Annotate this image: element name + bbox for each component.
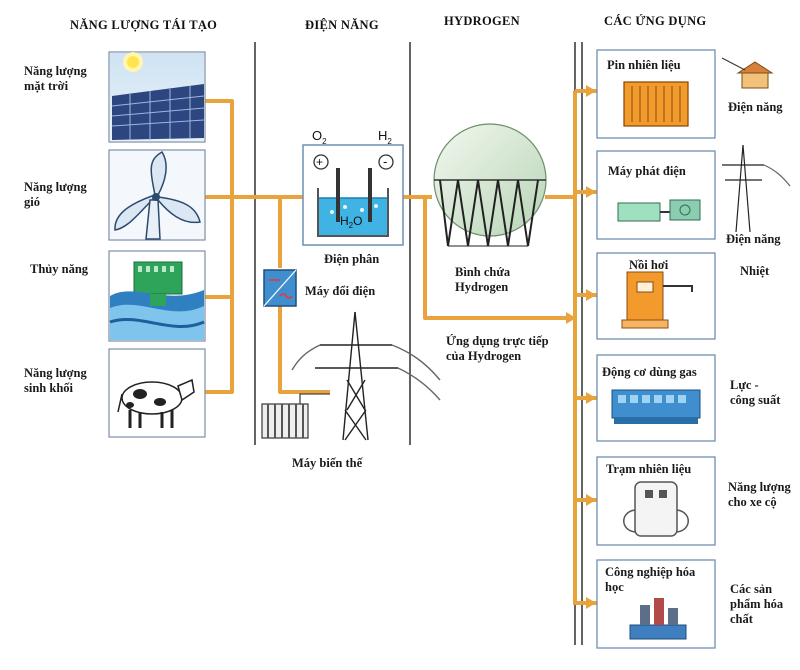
energy-flow-lines (205, 89, 597, 605)
app-label-gas-engine: Động cơ dùng gas (602, 365, 697, 379)
app-result-gas-engine: Lực - công suất (730, 378, 781, 407)
tank-label: Bình chứa Hydrogen (455, 265, 511, 294)
app-result-fuel-cell: Điện năng (728, 100, 783, 114)
app-label-generator: Máy phát điện (608, 164, 686, 178)
fuel-cell-icon (623, 81, 689, 127)
h2-label: H2 (378, 128, 392, 146)
app-result-fuel-station: Năng lượng cho xe cộ (728, 480, 791, 509)
flow-arrowheads (566, 85, 596, 609)
arrowhead-icon (586, 289, 596, 301)
app-label-boiler: Nồi hơi (629, 258, 669, 272)
source-label-wind: Năng lượng gió (24, 180, 87, 209)
arrowhead-icon (586, 186, 596, 198)
converter-label: Máy đổi điện (305, 284, 376, 298)
transformer-label: Máy biến thế (292, 456, 363, 470)
generator-frame (596, 150, 716, 240)
transformer-icon (261, 393, 330, 439)
water-label: H2O (340, 214, 362, 230)
header-electricity: ĐIỆN NĂNG (305, 18, 379, 32)
anode-plus-label: + (316, 155, 323, 169)
app-label-chemical: Công nghiệp hóa học (605, 565, 696, 594)
hydro-dam-icon (109, 252, 205, 340)
generator-icon (617, 199, 701, 222)
app-label-fuel-cell: Pin nhiên liệu (607, 58, 681, 72)
flow-line (278, 306, 330, 394)
electrolysis-cell-icon (302, 144, 404, 246)
source-label-solar: Năng lượng mặt trời (24, 64, 87, 93)
header-renewable: NĂNG LƯỢNG TÁI TẠO (70, 18, 218, 32)
flow-line (205, 99, 234, 394)
app-label-fuel-station: Trạm nhiên liệu (606, 462, 692, 476)
hydrogen-tank-icon (433, 123, 547, 247)
electrolysis-label: Điện phân (324, 252, 380, 266)
application-frames (596, 49, 716, 649)
power-pylon-icon (291, 311, 441, 441)
fuel-station-icon (623, 481, 689, 537)
chemical-plant-icon (629, 598, 687, 640)
source-label-hydro: Thủy năng (30, 262, 89, 276)
arrowhead-icon (586, 494, 596, 506)
small-pylon-icon (722, 144, 791, 233)
header-hydrogen: HYDROGEN (444, 14, 521, 28)
arrowhead-icon (586, 85, 596, 97)
arrowhead-icon (566, 312, 576, 324)
app-result-chemical: Các sản phẩm hóa chất (730, 582, 784, 626)
header-applications: CÁC ỨNG DỤNG (604, 14, 707, 28)
o2-label: O2 (312, 128, 327, 146)
app-result-boiler: Nhiệt (740, 264, 770, 278)
app-result-generator: Điện năng (726, 232, 781, 246)
source-label-biomass: Năng lượng sinh khối (24, 366, 87, 395)
direct-use-label: Ứng dụng trực tiếp của Hydrogen (446, 334, 549, 363)
house-icon (721, 57, 774, 89)
cathode-minus-label: - (383, 154, 387, 169)
wind-turbine-icon (110, 150, 204, 240)
cow-biomass-icon (117, 378, 195, 428)
gas-engine-icon (611, 389, 701, 424)
flow-line (423, 197, 570, 320)
arrowhead-icon (586, 392, 596, 404)
converter-icon (263, 269, 297, 307)
solar-panel-icon (110, 52, 205, 141)
arrowhead-icon (586, 597, 596, 609)
boiler-icon (621, 271, 693, 329)
